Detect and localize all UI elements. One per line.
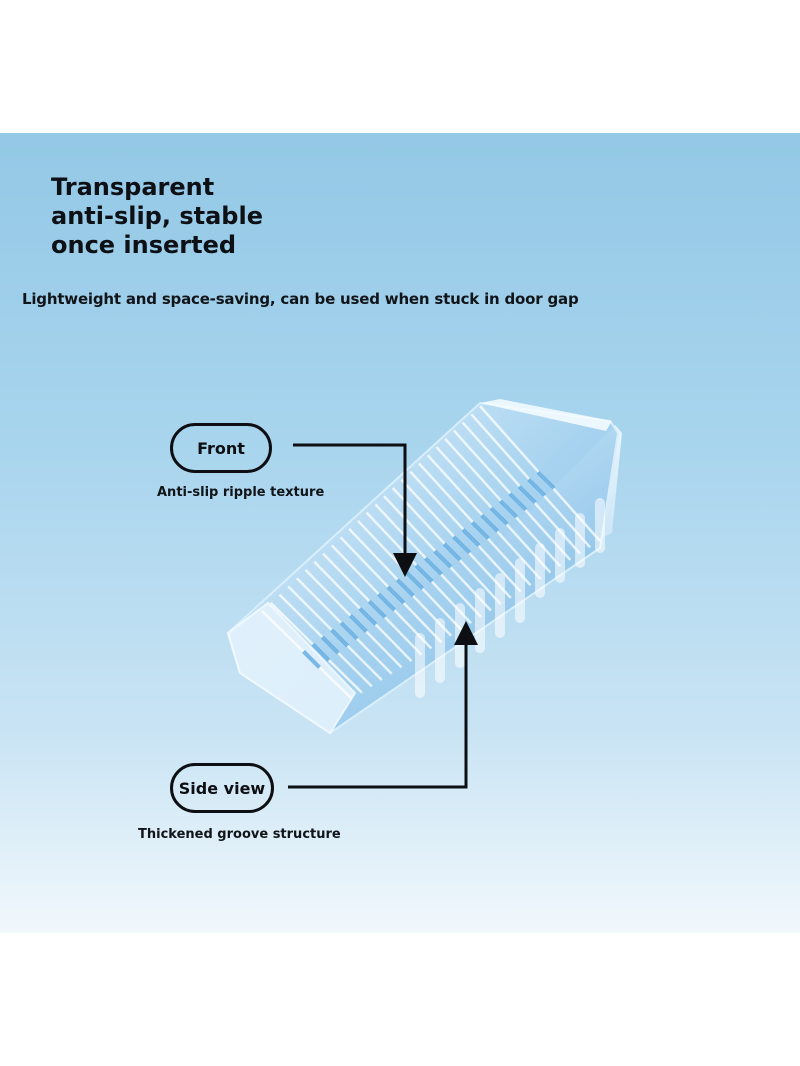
rib-accent [339,621,359,641]
groove [415,633,425,698]
groove [575,513,585,568]
groove [455,603,465,668]
groove [535,543,545,598]
headline-line-2: anti-slip, stable [51,202,263,230]
rib-accent [358,606,378,626]
front-label: Front [170,423,272,473]
rib-accent [536,470,556,490]
side-caption: Thickened groove structure [138,827,341,842]
rib-accent [499,499,518,519]
headline-line-3: once inserted [51,231,237,259]
rib-accent [424,556,443,576]
rib-accent [480,513,500,533]
headline: Transparent anti-slip, stable once inser… [51,173,311,260]
front-leader-arrow [293,443,417,577]
ripple-ribs [261,405,601,700]
rib-accent [414,563,434,583]
groove [515,558,525,623]
rib-accent [442,542,462,562]
groove [475,588,485,653]
product-panel: Transparent anti-slip, stable once inser… [0,133,800,933]
front-label-text: Front [197,438,245,458]
rib-accent [470,520,490,540]
rib-accent [320,635,340,655]
headline-line-1: Transparent [51,173,215,201]
rib-accent [348,614,368,633]
rib-accent [489,506,509,526]
door-stop-illustration [226,399,622,789]
rib-accent [461,528,481,547]
side-view-label: Side view [170,763,274,813]
rib-accent [311,642,331,662]
rib-accent [517,485,537,504]
rib-accent [367,599,387,619]
side-view-label-text: Side view [178,778,266,798]
side-grooves [415,498,605,698]
groove [555,528,565,583]
groove [435,618,445,683]
rib-accent [386,585,406,605]
side-leader-arrow [288,621,478,789]
rib-accent [302,649,321,669]
front-caption: Anti-slip ripple texture [157,485,325,500]
rib-accent [508,492,528,512]
groove [595,498,605,553]
rib-accent [330,628,350,648]
groove [495,573,505,638]
rib-accent [395,578,415,598]
rib-accent [433,549,453,569]
rib-accent [377,592,396,612]
rib-accent [527,478,547,497]
rib-accent [452,535,471,555]
subtitle: Lightweight and space-saving, can be use… [22,290,579,308]
